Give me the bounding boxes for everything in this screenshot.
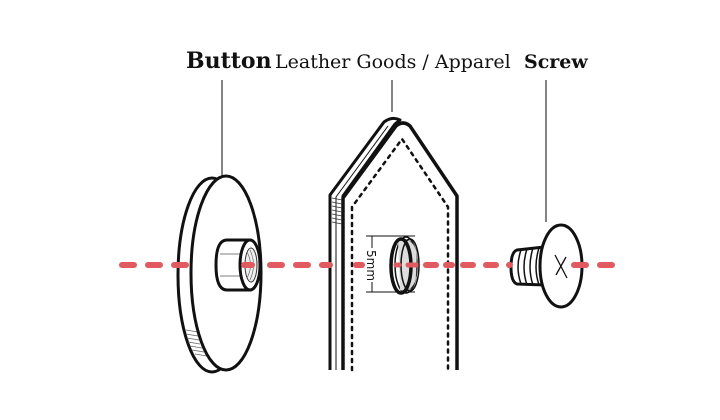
leather-strap: 5mm [328,116,459,372]
button-label: Button [186,48,272,74]
edge-hatching [331,197,343,225]
dimension-label: 5mm [364,250,378,281]
screw-label: Screw [524,51,588,73]
leather-goods-label: Leather Goods / Apparel [275,51,511,73]
dimension-marker: 5mm [364,235,415,293]
button-part [176,174,263,374]
